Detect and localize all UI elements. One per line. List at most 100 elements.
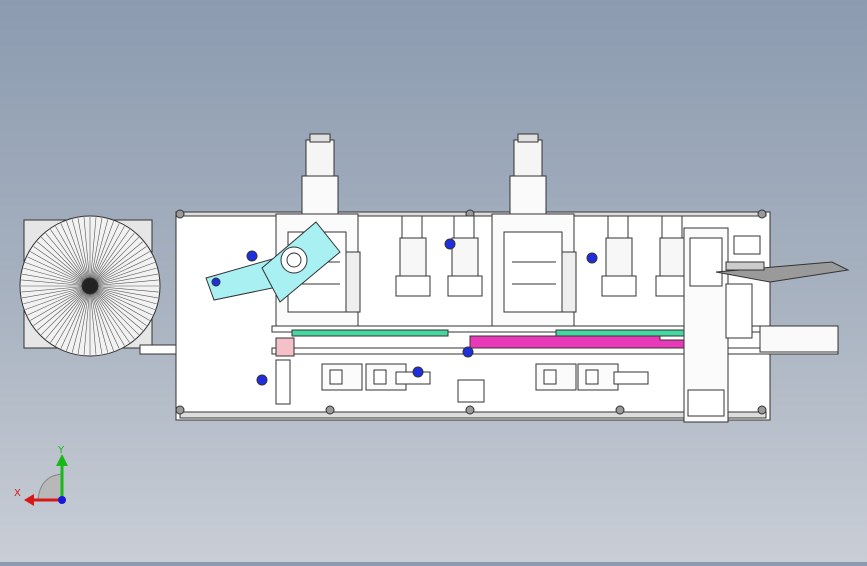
outfeed-rail	[759, 325, 839, 353]
triad-base	[37, 473, 63, 501]
cylinder-rod-block	[453, 215, 475, 239]
reel-spoke	[66, 285, 91, 351]
reel-spoke	[27, 285, 91, 316]
reel-spokes	[21, 217, 159, 355]
peel-plate	[345, 251, 361, 313]
reel-spoke	[77, 285, 91, 355]
infeed-block	[275, 337, 295, 357]
reel-spoke	[55, 226, 91, 287]
reel-spoke	[83, 217, 91, 287]
tray-support	[725, 261, 765, 271]
reel-spoke	[60, 285, 91, 349]
lower-stations	[275, 359, 649, 405]
frame-foot	[465, 405, 475, 415]
cylinder-mount	[447, 275, 483, 297]
reel-spoke	[89, 221, 114, 287]
reel-spoke	[89, 285, 130, 343]
reel-spoke	[89, 285, 120, 349]
reel-spoke	[89, 285, 153, 316]
reel-spoke	[89, 285, 159, 299]
track-green-left	[291, 329, 449, 337]
cylinder-rod-block	[661, 215, 683, 239]
triad-y-arrow	[56, 454, 68, 466]
reel-spoke	[36, 285, 91, 331]
cylinder-mount	[601, 275, 637, 297]
servo-motor-left	[301, 133, 339, 215]
blue-bolt	[586, 252, 598, 264]
outfeed-station	[683, 227, 850, 423]
station-gripper	[613, 371, 649, 385]
reel-spoke	[45, 285, 91, 340]
reel-spoke	[89, 219, 109, 287]
reel-spoke	[89, 267, 157, 287]
reel-spoke	[89, 285, 157, 305]
cylinder-body	[659, 237, 687, 279]
right-column-inner	[689, 237, 723, 287]
reel-spoke	[60, 223, 91, 287]
reel-spoke	[89, 285, 135, 340]
cylinder-rod-block	[607, 215, 629, 239]
motor-cap	[517, 133, 539, 143]
coordinate-triad-icon: X Y	[14, 445, 68, 506]
motor-flange	[509, 175, 547, 215]
center-bracket	[457, 379, 485, 403]
reel-spoke	[89, 285, 114, 351]
reel-spoke	[89, 232, 135, 287]
reel-spoke	[89, 285, 97, 355]
motor-flange	[301, 175, 339, 215]
frame-foot	[325, 405, 335, 415]
reel-spoke	[21, 279, 91, 287]
reel-spoke	[89, 285, 155, 310]
swing-arm	[205, 221, 341, 303]
cylinder-body	[399, 237, 427, 279]
head-inner	[503, 231, 563, 313]
reel-spoke	[21, 285, 91, 293]
cylinder-body	[451, 237, 479, 279]
reel-spoke	[89, 285, 109, 353]
frame-feet	[175, 209, 767, 415]
reel-spoke	[89, 262, 155, 287]
labeling-head-right	[491, 213, 577, 331]
frame-foot	[615, 405, 625, 415]
reel-spoke	[89, 217, 97, 287]
reel-spoke	[89, 226, 125, 287]
station-sensor	[373, 369, 387, 385]
blue-bolt-markers	[246, 238, 598, 386]
blue-bolt	[256, 374, 268, 386]
reel-spoke	[21, 285, 91, 299]
reel-spoke	[33, 285, 91, 326]
reel-spoke	[21, 273, 91, 287]
reel-spoke	[83, 285, 91, 355]
reel-spoke	[25, 262, 91, 287]
labeling-machine-assembly	[19, 133, 850, 423]
blue-bolt	[462, 346, 474, 358]
station-sensor	[585, 369, 599, 385]
reel-spoke	[89, 273, 159, 287]
reel-spoke	[89, 285, 144, 331]
arm-pin	[211, 277, 221, 287]
reel-spoke	[89, 285, 140, 336]
cylinder-body	[605, 237, 633, 279]
reel-spoke	[71, 285, 91, 353]
frame-foot	[757, 405, 767, 415]
triad-x-label: X	[14, 488, 21, 499]
reel-spoke	[77, 217, 91, 287]
reel-spoke	[89, 285, 150, 321]
reel-spoke	[30, 251, 91, 287]
motor-body	[513, 139, 543, 179]
reel-spoke	[89, 256, 153, 287]
reel-spoke	[89, 285, 125, 346]
reel-spoke	[89, 279, 159, 287]
frame-foot	[175, 405, 185, 415]
station-sensor	[543, 369, 557, 385]
reel-spoke	[40, 285, 91, 336]
reel-spoke	[66, 221, 91, 287]
reel-spoke	[23, 267, 91, 287]
frame-foot	[175, 209, 185, 219]
reel-spoke	[36, 241, 91, 287]
triad-z-axis	[58, 496, 66, 504]
reel-spoke	[27, 256, 91, 287]
reel-spoke	[89, 229, 130, 287]
reel-hub	[81, 277, 99, 295]
